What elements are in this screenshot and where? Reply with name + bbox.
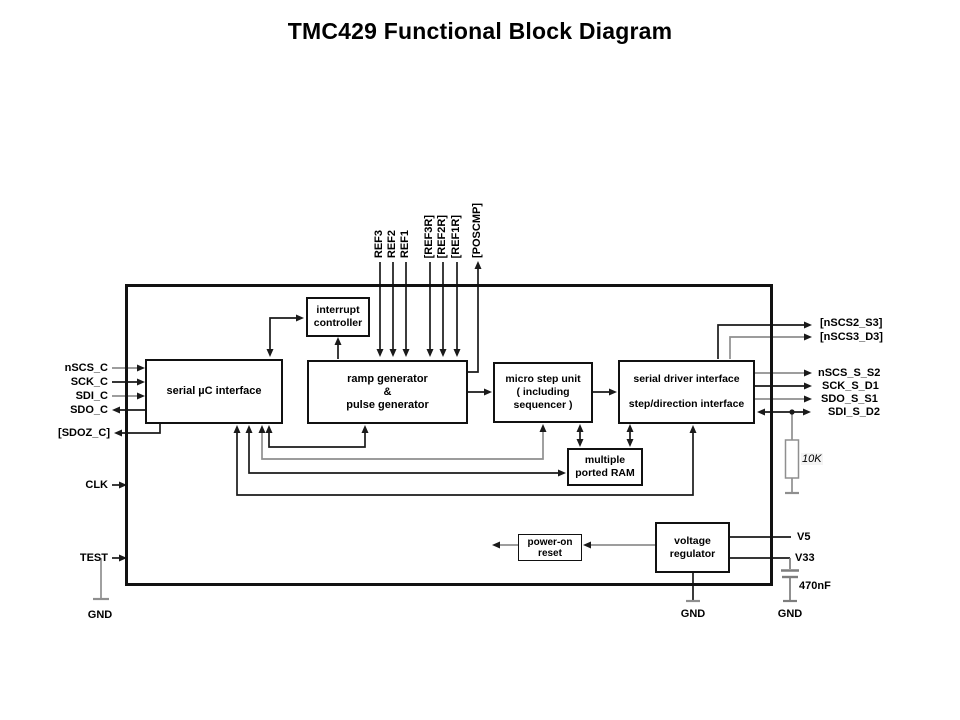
block-label: interrupt: [316, 304, 360, 316]
sdoz-c-line: [122, 424, 161, 434]
block-label: reset: [538, 547, 562, 559]
poscmp-line: [468, 268, 479, 373]
pin-ref2: REF2: [386, 229, 398, 258]
block-label: voltage: [674, 534, 711, 547]
diagram-title: TMC429 Functional Block Diagram: [287, 18, 673, 44]
ref-input-lines: [379, 262, 458, 351]
pin-ref1r: [REF1R]: [450, 214, 462, 258]
pin-sdo-c: SDO_C: [70, 404, 108, 416]
pin-gnd-center: GND: [680, 608, 706, 620]
pin-v5: V5: [797, 531, 811, 543]
chip-boundary-box: [125, 284, 773, 586]
block-label: controller: [313, 317, 363, 329]
resistor-10k: [784, 412, 800, 495]
capacitor-470nf: [781, 558, 799, 603]
block-label: ramp generator: [347, 372, 428, 385]
pin-clk: CLK: [85, 479, 108, 491]
pin-sdi-c: SDI_C: [75, 390, 108, 402]
pin-nscs3-d3: [nSCS3_D3]: [820, 331, 883, 343]
block-label: sequencer ): [513, 399, 573, 411]
block-label: multiple: [584, 454, 626, 466]
block-label: &: [383, 385, 392, 398]
pin-ref1: REF1: [399, 229, 411, 258]
pin-gnd-right: GND: [777, 608, 803, 620]
pin-ref2r: [REF2R]: [436, 214, 448, 258]
block-label: ported RAM: [575, 467, 635, 479]
block-ramp-generator: ramp generator & pulse generator: [307, 360, 468, 424]
pin-nscs-c: nSCS_C: [64, 362, 108, 374]
resistor-value-label: 10K: [801, 453, 823, 465]
block-serial-uc-interface: serial µC interface: [145, 359, 283, 424]
pin-sdoz-c: [SDOZ_C]: [58, 427, 110, 439]
uc-ramp-bus: [268, 431, 366, 448]
pin-ref3: REF3: [373, 229, 385, 258]
nscs2-s3-line: [717, 324, 805, 359]
block-power-on-reset: power-on reset: [518, 534, 582, 561]
block-label: ( including: [516, 386, 570, 398]
block-label: serial driver interface: [633, 373, 740, 386]
nscs3-d3-line: [729, 336, 805, 359]
block-label: regulator: [669, 547, 716, 560]
pin-gnd-left: GND: [87, 609, 113, 621]
pin-sdi-s-d2: SDI_S_D2: [828, 406, 880, 418]
block-label: micro step unit: [505, 373, 581, 385]
block-interrupt-controller: interrupt controller: [306, 297, 370, 337]
block-label: serial µC interface: [166, 385, 262, 397]
pin-v33: V33: [795, 552, 815, 564]
block-label: power-on: [527, 536, 573, 548]
uc-ram-bus: [248, 431, 559, 474]
pin-nscs2-s3: [nSCS2_S3]: [820, 317, 883, 329]
pin-poscmp: [POSCMP]: [471, 203, 483, 258]
block-multiple-ported-ram: multiple ported RAM: [567, 448, 643, 486]
uc-msu-bus: [261, 430, 544, 460]
pin-test: TEST: [79, 552, 108, 564]
uc-irq-link: [269, 317, 297, 351]
block-label: pulse generator: [346, 398, 429, 411]
arrowheads: [112, 261, 812, 562]
pin-nscs-s-s2: nSCS_S_S2: [818, 367, 881, 379]
pin-ref3r: [REF3R]: [423, 214, 435, 258]
pin-sdo-s-s1: SDO_S_S1: [821, 393, 878, 405]
pin-sck-c: SCK_C: [70, 376, 108, 388]
capacitor-value-label: 470nF: [799, 580, 831, 592]
pin-sck-s-d1: SCK_S_D1: [822, 380, 879, 392]
block-label: step/direction interface: [628, 397, 745, 410]
uc-sdrv-bus: [236, 431, 694, 496]
block-serial-driver-interface: serial driver interface step/direction i…: [618, 360, 755, 424]
block-voltage-regulator: voltage regulator: [655, 522, 730, 573]
block-micro-step-unit: micro step unit ( including sequencer ): [493, 362, 593, 423]
